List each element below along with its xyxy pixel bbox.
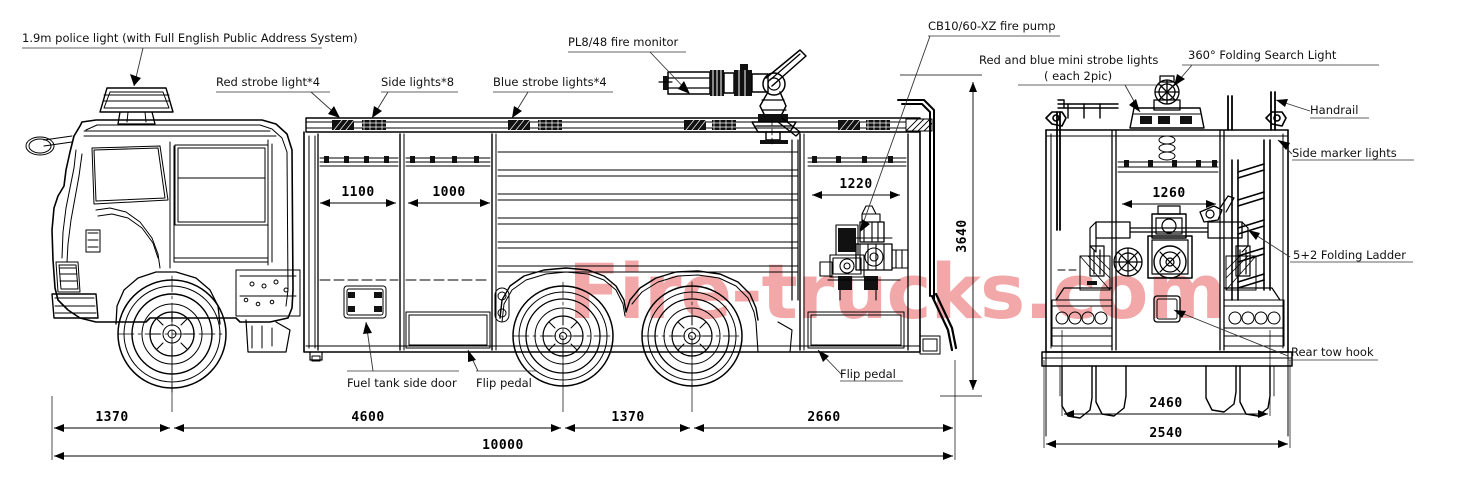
dim-bogie-spacing-label: 1370 — [611, 410, 644, 425]
dim-track-width: 2460 — [1064, 396, 1268, 418]
hose-reel-ellipses — [1158, 135, 1176, 161]
upper-cabinet — [1129, 75, 1205, 161]
callout-fire-monitor-label: PL8/48 fire monitor — [568, 35, 679, 49]
strobe-light-hatching — [333, 119, 891, 131]
cab-assembly — [25, 87, 301, 353]
under-body-tanks — [494, 287, 510, 323]
fuel-tank-side-door-panel — [343, 285, 387, 319]
callout-blue-strobe-label: Blue strobe lights*4 — [493, 75, 607, 89]
rear-tow-hook-plate — [1153, 295, 1181, 323]
body-lockers — [303, 117, 941, 362]
callout-fuel-tank-side-door: Fuel tank side door — [347, 321, 459, 390]
dim-locker-2-label: 1000 — [432, 185, 465, 200]
callout-rear-tow-hook: Rear tow hook — [1173, 309, 1378, 361]
police-light-bar — [99, 87, 174, 125]
callout-mini-strobe-line2: ( each 2pic) — [1044, 69, 1112, 83]
dim-extension-lines — [51, 340, 956, 460]
dim-track-width-label: 2460 — [1149, 396, 1182, 411]
dim-overall-length-label: 10000 — [482, 438, 524, 453]
side-marker-light-rear — [1087, 281, 1097, 285]
callout-red-strobe-label: Red strobe light*4 — [216, 75, 320, 89]
callout-police-light: 1.9m police light (with Full English Pub… — [22, 31, 358, 87]
dim-overall-height-label: 3640 — [955, 219, 970, 252]
body-side-ladder — [791, 139, 799, 301]
top-rail-left — [1057, 99, 1119, 119]
front-wheel — [115, 271, 227, 393]
dim-rear-extension-lines — [1043, 330, 1291, 448]
dim-overall-height: 3640 — [900, 74, 982, 397]
dim-locker-2: 1000 — [408, 185, 490, 207]
callout-side-lights: Side lights*8 — [371, 75, 458, 119]
callout-search-light-label: 360° Folding Search Light — [1188, 48, 1337, 62]
callout-side-marker-lights: Side marker lights — [1277, 139, 1414, 161]
strobe-light-blocks — [332, 120, 890, 130]
folding-ladder-rear — [1231, 139, 1271, 301]
callout-red-strobe: Red strobe light*4 — [216, 75, 341, 119]
dim-rear-overhang: 2660 — [694, 410, 953, 432]
top-corner-hooks — [1045, 111, 1287, 127]
fire-monitor-assembly — [658, 49, 807, 145]
callout-flip-pedal-front-label: Flip pedal — [476, 376, 532, 390]
rear-rail-side — [897, 99, 935, 301]
dim-rear-bay-label: 1260 — [1152, 186, 1185, 201]
dim-overall-width-label: 2540 — [1149, 426, 1182, 441]
callout-side-marker-lights-label: Side marker lights — [1292, 146, 1397, 160]
flip-pedal-rear-panel — [807, 311, 905, 349]
callout-fire-pump-label: CB10/60-XZ fire pump — [928, 19, 1056, 33]
tank-louvers — [497, 151, 799, 273]
callout-handrail: Handrail — [1275, 99, 1369, 119]
shutter-rollers — [324, 156, 893, 163]
dim-front-overhang-label: 1370 — [95, 410, 128, 425]
right-round-lights — [1228, 311, 1281, 325]
rear-step-arm-side — [930, 292, 958, 352]
dim-locker-1: 1100 — [320, 185, 396, 207]
dim-pump-bay-label: 1220 — [839, 177, 872, 192]
callouts-layer: 1.9m police light (with Full English Pub… — [22, 19, 1414, 390]
callout-side-lights-label: Side lights*8 — [381, 75, 454, 89]
dim-rear-overhang-label: 2660 — [807, 410, 840, 425]
search-light-assembly — [1153, 75, 1181, 111]
callout-mini-strobe: Red and blue mini strobe lights ( each 2… — [979, 53, 1162, 113]
callout-flip-pedal-rear: Flip pedal — [817, 349, 903, 382]
callout-folding-ladder-label: 5+2 Folding Ladder — [1293, 248, 1406, 262]
callout-flip-pedal-rear-label: Flip pedal — [840, 367, 896, 381]
callout-search-light: 360° Folding Search Light — [1173, 48, 1379, 87]
dim-wheelbase: 4600 — [174, 410, 561, 432]
dim-overall-width: 2540 — [1046, 426, 1288, 448]
callout-police-light-label: 1.9m police light (with Full English Pub… — [22, 31, 358, 45]
dim-rear-bay: 1260 — [1122, 186, 1216, 208]
dim-locker-1-label: 1100 — [341, 185, 374, 200]
dim-pump-bay: 1220 — [812, 177, 900, 199]
deck-handrails — [1056, 91, 1276, 231]
callout-handrail-label: Handrail — [1310, 103, 1358, 117]
flip-pedal-front-panel — [405, 311, 491, 349]
callout-blue-strobe: Blue strobe lights*4 — [493, 75, 613, 119]
left-round-lights — [1055, 311, 1108, 325]
rear-top-hatch — [905, 118, 933, 132]
callout-fuel-tank-side-door-label: Fuel tank side door — [347, 376, 457, 390]
callout-fire-pump: CB10/60-XZ fire pump — [859, 19, 1060, 233]
dimension-lines: 1100 1000 1220 1260 3640 — [51, 74, 1291, 460]
callout-folding-ladder: 5+2 Folding Ladder — [1247, 229, 1413, 263]
dim-overall-length: 10000 — [54, 438, 953, 460]
callout-fire-monitor: PL8/48 fire monitor — [568, 35, 691, 95]
callout-rear-tow-hook-label: Rear tow hook — [1291, 345, 1374, 359]
callout-mini-strobe-line1: Red and blue mini strobe lights — [979, 53, 1158, 67]
lower-cabinets-rear — [1051, 255, 1285, 347]
pump-assembly-rear — [1089, 195, 1251, 279]
dim-bogie-spacing: 1370 — [565, 410, 690, 432]
dim-front-overhang: 1370 — [54, 410, 170, 432]
side-view — [25, 49, 958, 393]
callout-flip-pedal-front: Flip pedal — [467, 349, 536, 390]
dim-wheelbase-label: 4600 — [351, 410, 384, 425]
